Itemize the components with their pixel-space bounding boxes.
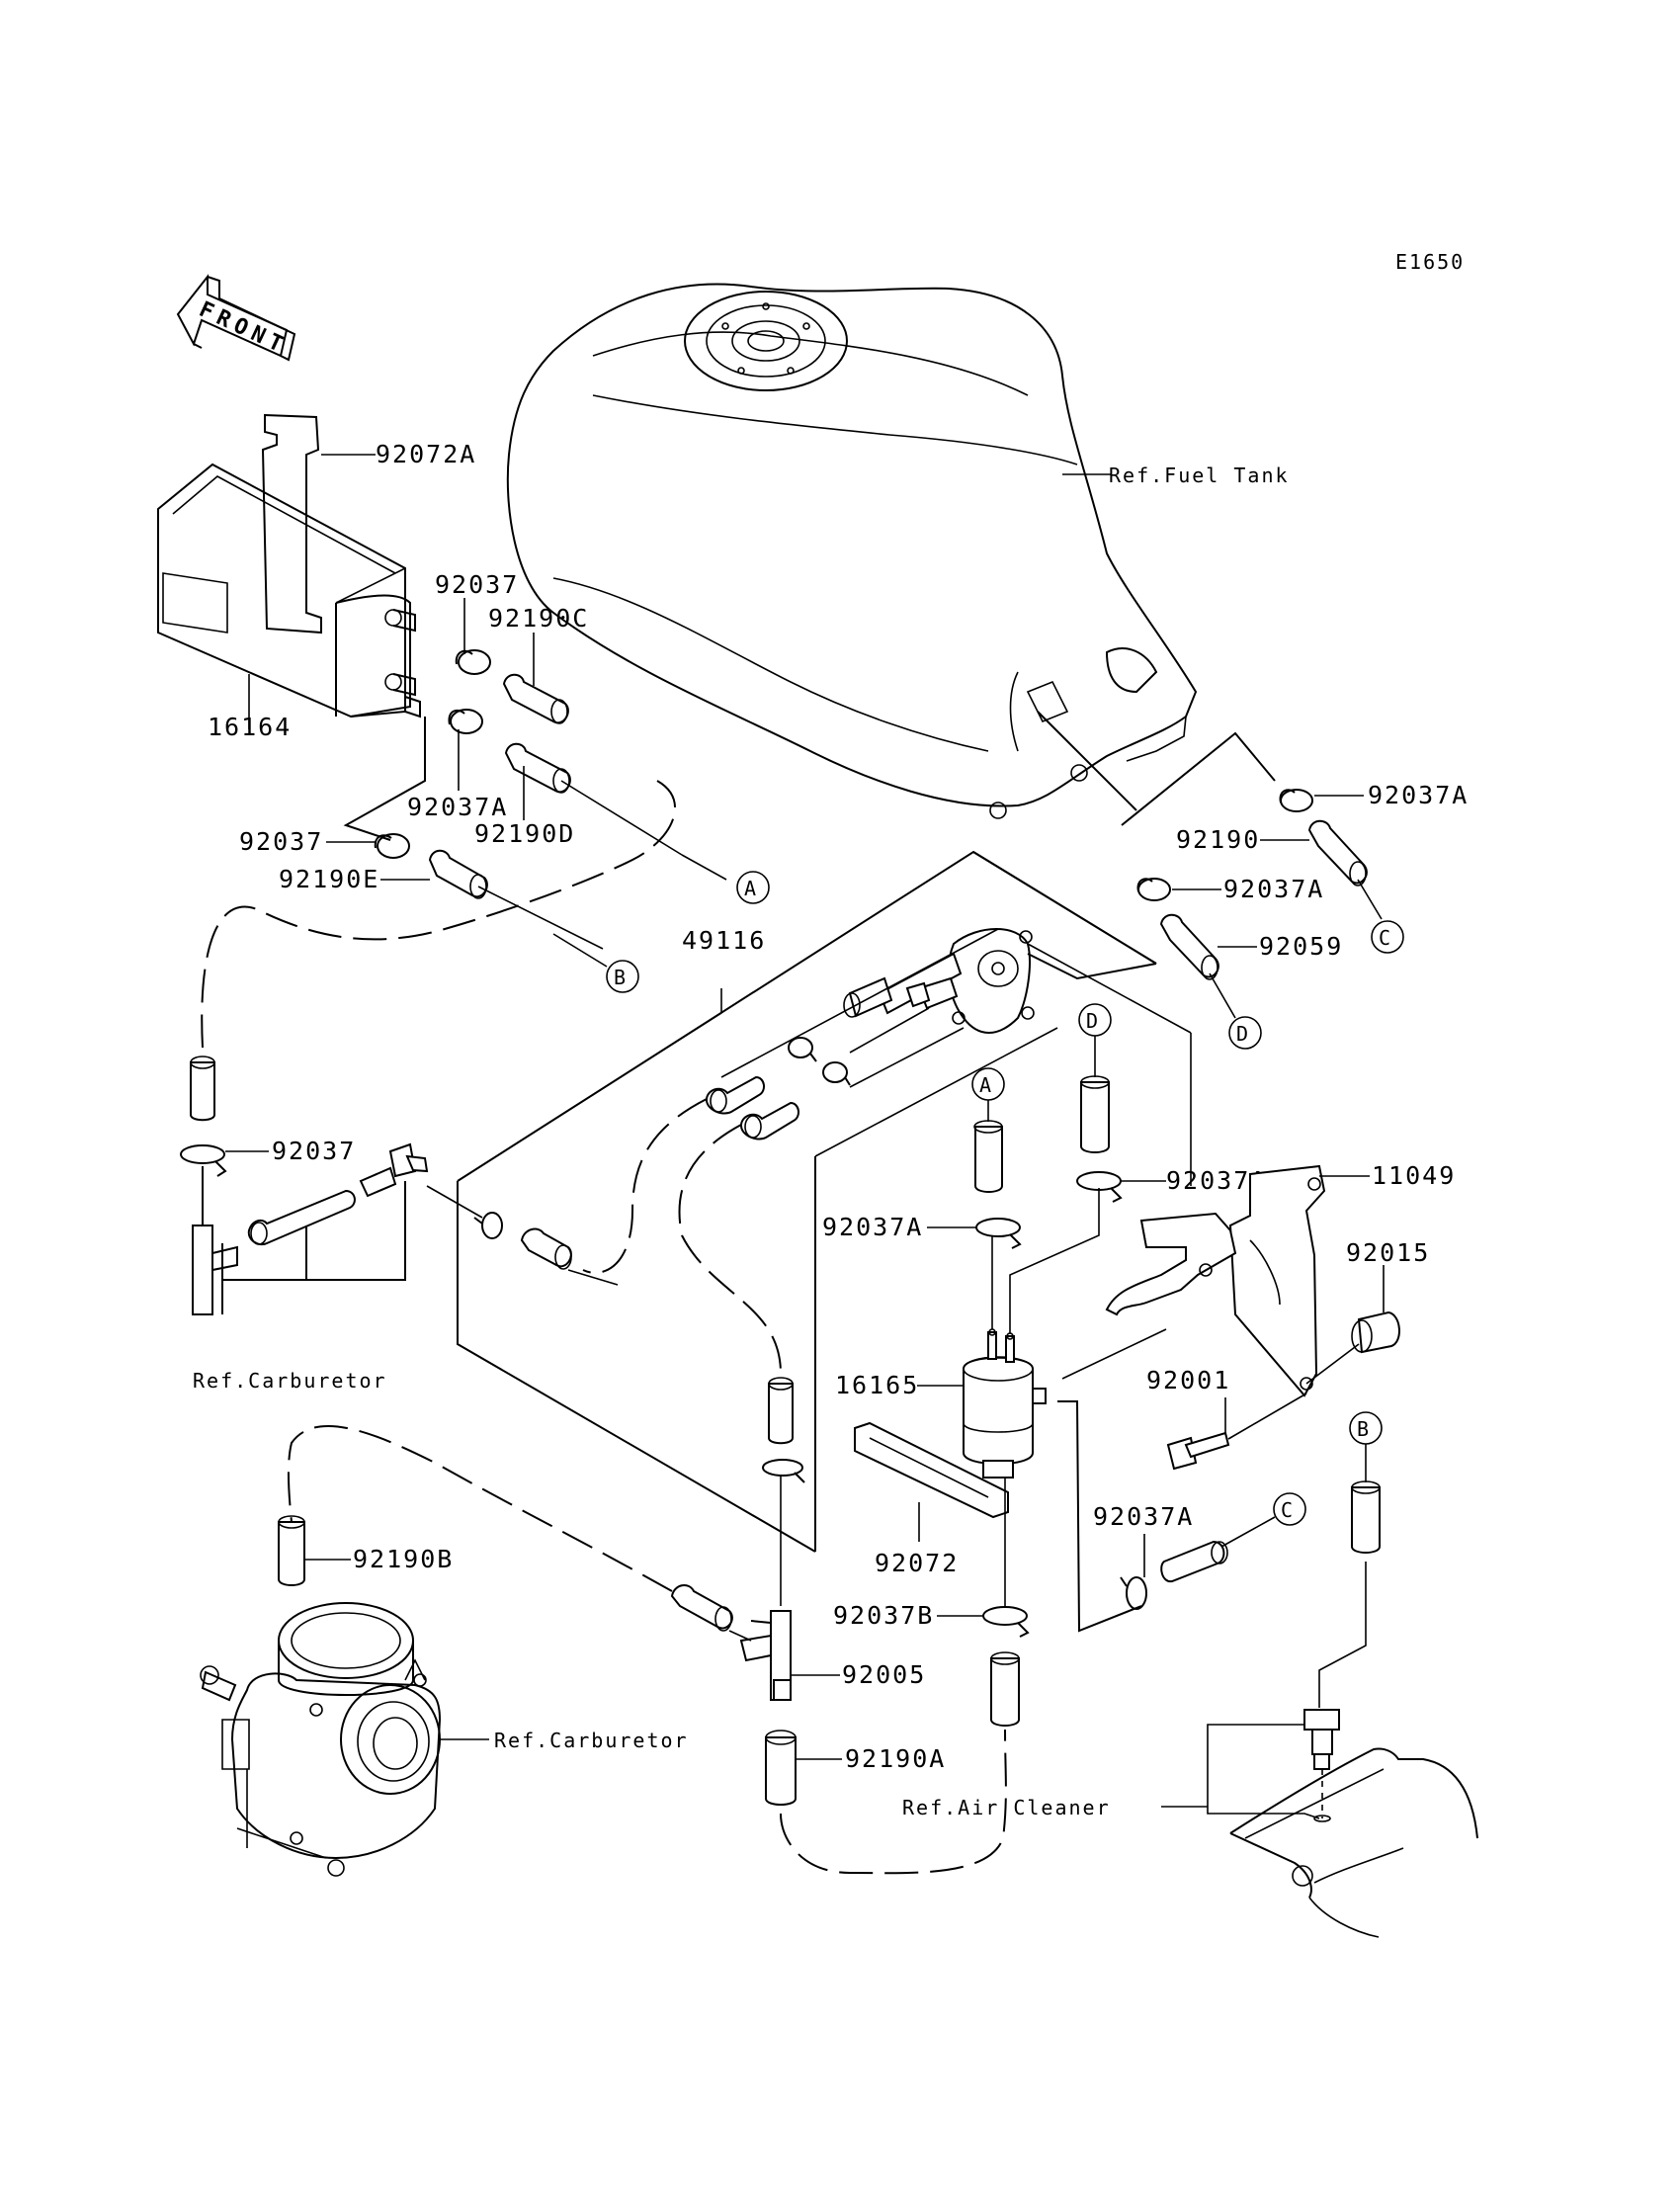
callout-D-2: D <box>1078 1003 1112 1037</box>
hose-mid-1 <box>706 1075 765 1115</box>
front-label: FRONT <box>195 297 292 360</box>
clamp-92037-top <box>455 649 491 675</box>
bracket-11049 <box>1228 1164 1326 1397</box>
ref-air-cleaner: Ref.Air Cleaner <box>902 1796 1111 1819</box>
canister-16164 <box>157 413 421 718</box>
part-92037A-right2: 92037A <box>1223 875 1324 903</box>
hose-92059 <box>1159 913 1219 980</box>
hose-D <box>1080 1075 1110 1153</box>
clamp-92037-left <box>180 1144 227 1177</box>
hose-92190B <box>278 1515 305 1586</box>
svg-text:C: C <box>1379 926 1390 950</box>
hose-center-lower <box>670 1584 733 1632</box>
hose-left-segment <box>190 1056 215 1122</box>
clamp-92037-mid <box>374 833 410 859</box>
svg-text:A: A <box>979 1073 991 1097</box>
tee-92005 <box>739 1610 792 1701</box>
callout-C-1: C <box>1371 920 1404 954</box>
part-92037-left: 92037 <box>272 1137 356 1165</box>
collar-92015 <box>1351 1310 1400 1354</box>
hose-92190D <box>504 742 571 794</box>
diagram-code: E1650 <box>1395 250 1465 274</box>
part-92190: 92190 <box>1176 825 1260 854</box>
clamp-center-left <box>473 1212 503 1239</box>
part-92037-top: 92037 <box>435 570 519 599</box>
svg-text:C: C <box>1281 1498 1293 1522</box>
hose-center-1 <box>768 1377 794 1445</box>
part-92059: 92059 <box>1259 932 1343 961</box>
part-92037B: 92037B <box>833 1601 934 1630</box>
part-92190D: 92190D <box>474 819 575 848</box>
part-92015: 92015 <box>1346 1238 1430 1267</box>
hose-tee-center-left <box>520 1227 572 1270</box>
callout-B-2: B <box>1349 1411 1383 1445</box>
part-92037A-leftc: 92037A <box>822 1213 923 1241</box>
clamp-center-mid <box>762 1459 805 1483</box>
fuel-cock-49116 <box>843 928 1035 1034</box>
callout-A-1: A <box>736 871 770 904</box>
carburetor <box>200 1602 442 1877</box>
hose-92190C <box>502 673 569 724</box>
clamp-92037B <box>982 1606 1030 1638</box>
clamp-92037A-low <box>1120 1576 1147 1610</box>
part-92072: 92072 <box>875 1549 959 1577</box>
ref-carburetor-1: Ref.Carburetor <box>193 1369 387 1393</box>
svg-text:D: D <box>1236 1022 1248 1046</box>
callout-C-2: C <box>1273 1492 1306 1526</box>
part-11049: 11049 <box>1372 1161 1456 1190</box>
hose-mid-2 <box>740 1101 799 1141</box>
fuel-tank <box>506 283 1198 819</box>
clamp-92037A-right2 <box>1136 878 1171 901</box>
tee-joint-left <box>192 1142 429 1315</box>
front-arrow-icon: FRONT <box>176 274 296 362</box>
hose-92190A <box>765 1730 797 1806</box>
svg-text:B: B <box>614 966 626 989</box>
clamp-fuelcock-2 <box>822 1061 851 1086</box>
part-92190A: 92190A <box>845 1744 946 1773</box>
part-92001: 92001 <box>1146 1366 1230 1394</box>
svg-text:A: A <box>744 877 756 900</box>
part-92037A-top: 92037A <box>407 793 508 821</box>
svg-text:D: D <box>1086 1009 1098 1033</box>
part-92190B: 92190B <box>353 1545 454 1573</box>
part-92190C: 92190C <box>488 604 589 633</box>
callout-B-1: B <box>606 960 639 993</box>
svg-text:B: B <box>1357 1417 1369 1441</box>
air-cleaner <box>1229 1709 1478 1938</box>
part-92037A-low: 92037A <box>1093 1502 1194 1531</box>
callout-A-2: A <box>971 1067 1005 1101</box>
part-49116: 49116 <box>682 926 766 955</box>
part-16165: 16165 <box>835 1371 919 1399</box>
part-92072A: 92072A <box>376 440 476 468</box>
callout-D-1: D <box>1228 1016 1262 1050</box>
hose-filter-lower <box>990 1651 1020 1727</box>
clamp-92037A-leftc <box>975 1218 1022 1249</box>
part-92037-mid: 92037 <box>239 827 323 856</box>
ref-fuel-tank: Ref.Fuel Tank <box>1109 464 1290 487</box>
holder-clip <box>1105 1212 1237 1316</box>
hose-B <box>1351 1480 1381 1554</box>
fuel-filter-16165 <box>963 1328 1047 1479</box>
hose-92190E <box>428 849 488 899</box>
hose-C-lower <box>1160 1540 1228 1583</box>
part-16164: 16164 <box>208 713 292 741</box>
part-92005: 92005 <box>842 1660 926 1689</box>
hose-92190 <box>1307 819 1368 887</box>
part-92037A-center: 92037A <box>1166 1166 1267 1195</box>
ref-carburetor-2: Ref.Carburetor <box>494 1729 689 1752</box>
part-92190E: 92190E <box>279 865 379 893</box>
band-92072 <box>854 1421 1009 1519</box>
clamp-92037A-right1 <box>1279 789 1313 812</box>
clamp-fuelcock-1 <box>788 1037 817 1062</box>
clamp-92037A-top <box>448 709 483 734</box>
hose-A <box>973 1120 1003 1193</box>
bolt-92001 <box>1166 1431 1230 1471</box>
part-92037A-right1: 92037A <box>1368 781 1469 809</box>
